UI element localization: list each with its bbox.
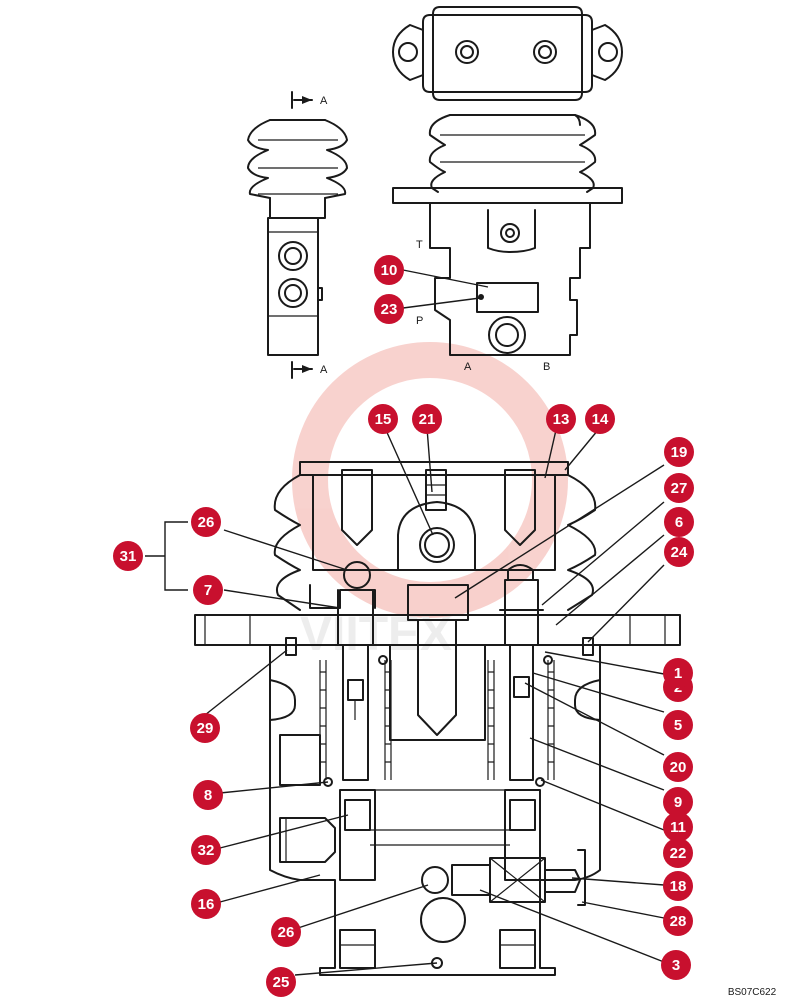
callout-29: 29 bbox=[190, 713, 220, 743]
svg-text:31: 31 bbox=[120, 548, 137, 565]
callout-32: 32 bbox=[191, 835, 221, 865]
svg-text:3: 3 bbox=[672, 957, 680, 974]
callout-25: 25 bbox=[266, 967, 296, 997]
callout-3: 3 bbox=[661, 950, 691, 980]
callout-11: 11 bbox=[663, 812, 693, 842]
watermark-text: VIITEX bbox=[300, 608, 452, 661]
callout-23: 23 bbox=[374, 294, 404, 324]
section-label-bottom: A bbox=[320, 364, 328, 376]
front-view: T P A B bbox=[392, 114, 623, 373]
callout-14: 14 bbox=[585, 404, 615, 434]
callout-20: 20 bbox=[663, 752, 693, 782]
svg-text:18: 18 bbox=[670, 878, 687, 895]
svg-text:10: 10 bbox=[381, 262, 398, 279]
callout-26-lower: 26 bbox=[271, 917, 301, 947]
callout-28: 28 bbox=[663, 906, 693, 936]
callout-5: 5 bbox=[663, 710, 693, 740]
section-label-top: A bbox=[320, 95, 328, 107]
bracket-31 bbox=[145, 521, 188, 591]
callout-9: 9 bbox=[663, 787, 693, 817]
svg-text:8: 8 bbox=[204, 787, 212, 804]
svg-text:26: 26 bbox=[198, 514, 215, 531]
callout-31: 31 bbox=[113, 541, 143, 571]
callout-10: 10 bbox=[374, 255, 404, 285]
svg-text:14: 14 bbox=[592, 411, 609, 428]
svg-text:6: 6 bbox=[675, 514, 683, 531]
svg-text:20: 20 bbox=[670, 759, 687, 776]
callout-24: 24 bbox=[664, 537, 694, 567]
svg-text:16: 16 bbox=[198, 896, 215, 913]
side-view: A A bbox=[247, 91, 348, 379]
callout-1: 1 bbox=[663, 658, 693, 688]
svg-text:28: 28 bbox=[670, 913, 687, 930]
callout-27: 27 bbox=[664, 473, 694, 503]
svg-text:15: 15 bbox=[375, 411, 392, 428]
top-view-flange bbox=[392, 6, 623, 101]
svg-text:13: 13 bbox=[553, 411, 570, 428]
main-section-view bbox=[194, 461, 681, 976]
svg-text:32: 32 bbox=[198, 842, 215, 859]
callout-19: 19 bbox=[664, 437, 694, 467]
callout-8: 8 bbox=[193, 780, 223, 810]
callout-7: 7 bbox=[193, 575, 223, 605]
callout-16: 16 bbox=[191, 889, 221, 919]
port-label-a: A bbox=[464, 361, 472, 373]
leader-lines bbox=[204, 269, 665, 976]
svg-text:11: 11 bbox=[670, 819, 686, 836]
port-label-b: B bbox=[543, 361, 550, 373]
watermark: VIITEX bbox=[292, 342, 568, 661]
callout-13: 13 bbox=[546, 404, 576, 434]
callout-15: 15 bbox=[368, 404, 398, 434]
svg-text:23: 23 bbox=[381, 301, 398, 318]
drawing-code: BS07C622 bbox=[728, 987, 777, 998]
callout-22: 22 bbox=[663, 838, 693, 868]
svg-text:22: 22 bbox=[670, 845, 687, 862]
port-label-p: P bbox=[416, 315, 423, 327]
svg-text:5: 5 bbox=[674, 717, 682, 734]
callout-26: 26 bbox=[191, 507, 221, 537]
svg-text:29: 29 bbox=[197, 720, 214, 737]
svg-text:1: 1 bbox=[674, 665, 682, 682]
svg-text:9: 9 bbox=[674, 794, 682, 811]
svg-text:24: 24 bbox=[671, 544, 688, 561]
callout-6: 6 bbox=[664, 507, 694, 537]
svg-text:7: 7 bbox=[204, 582, 212, 599]
port-label-t: T bbox=[416, 239, 423, 251]
svg-text:21: 21 bbox=[419, 411, 436, 428]
svg-text:26: 26 bbox=[278, 924, 295, 941]
svg-text:19: 19 bbox=[671, 444, 688, 461]
callout-21: 21 bbox=[412, 404, 442, 434]
svg-text:27: 27 bbox=[671, 480, 688, 497]
callout-18: 18 bbox=[663, 871, 693, 901]
svg-text:25: 25 bbox=[273, 974, 290, 991]
